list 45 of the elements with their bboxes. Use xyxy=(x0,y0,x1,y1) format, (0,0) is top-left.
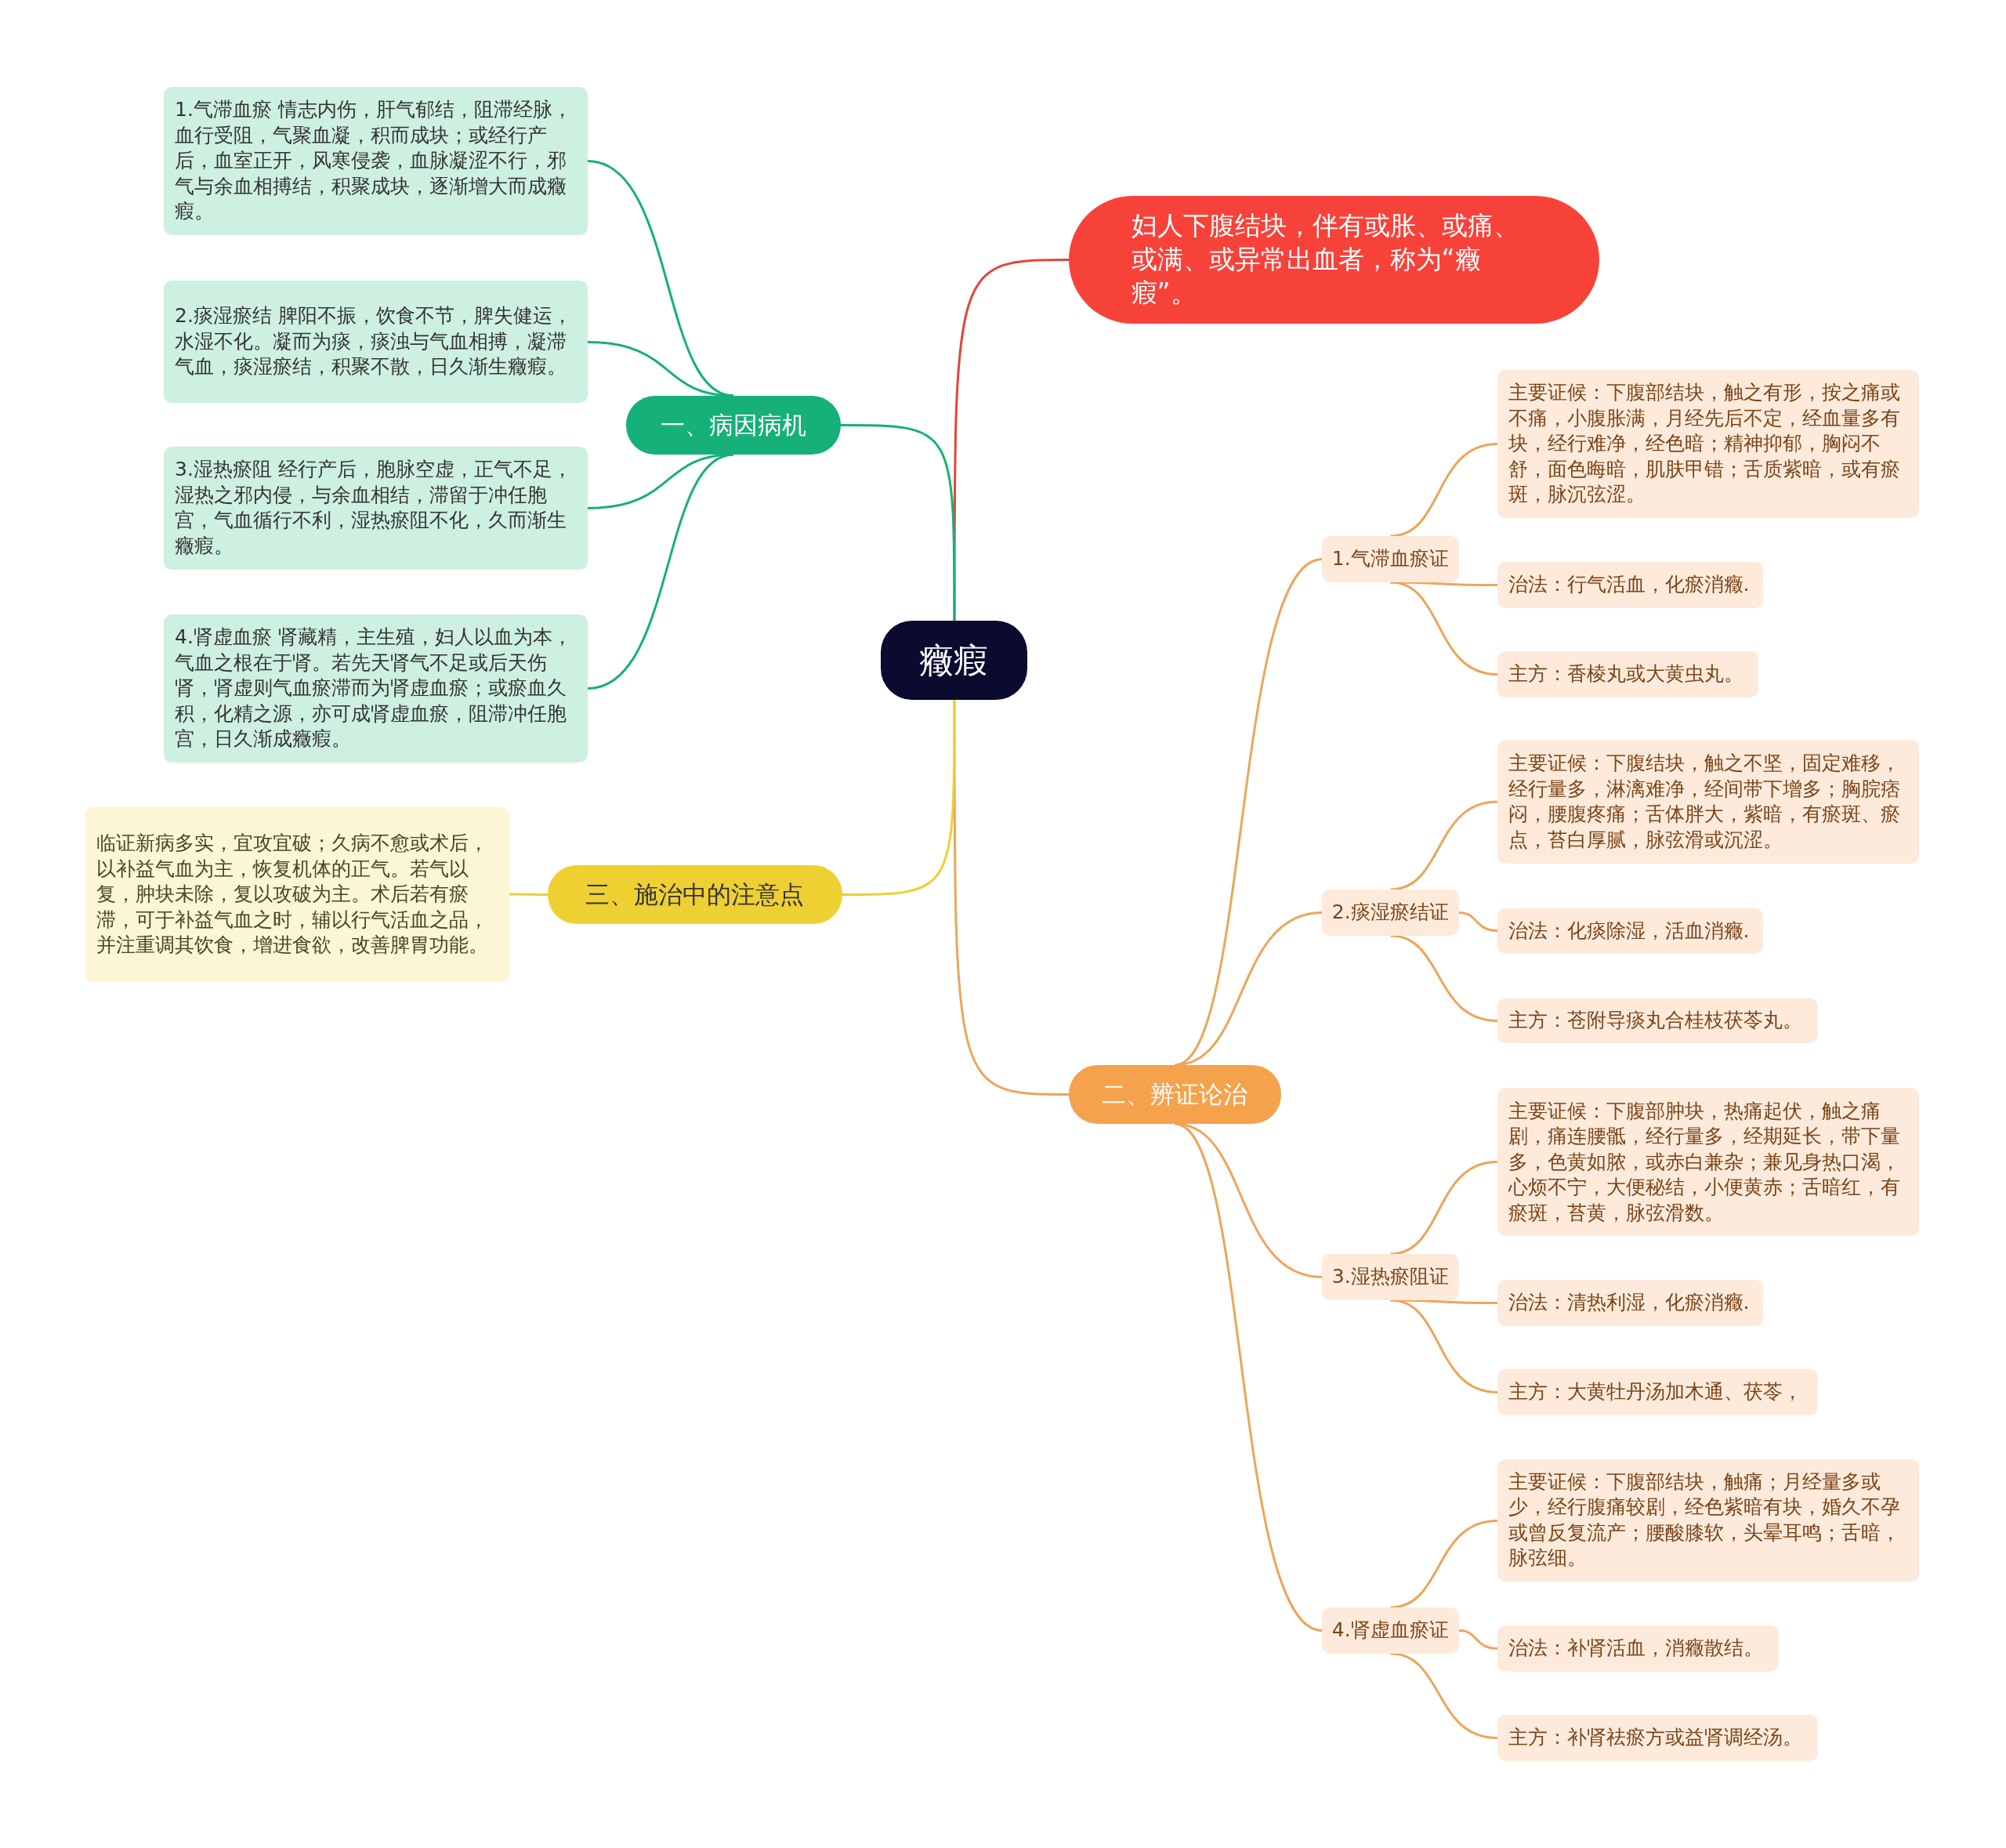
connector xyxy=(841,424,956,621)
topic-box: 临证新病多实，宜攻宜破；久病不愈或术后，以补益气血为主，恢复机体的正气。若气以复，肿块未除，复以攻破为主。术后若有瘀滞，可于补益气血之时，辅以行气活血之品，并注重调其饮食，增进食欲，改善脾胃功能。 xyxy=(85,807,509,982)
connector xyxy=(1390,1161,1498,1256)
connector xyxy=(1390,1652,1498,1739)
connector xyxy=(1174,1122,1323,1632)
topic-box: 主方：香棱丸或大黄虫丸。 xyxy=(1497,651,1758,698)
connector xyxy=(587,341,734,397)
connector xyxy=(1390,581,1498,676)
subtopic-box: 2.痰湿瘀结证 xyxy=(1321,889,1459,936)
topic-box: 主要证候：下腹结块，触之不坚，固定难移，经行量多，淋漓难净，经间带下增多；胸脘痞闷，腰腹疼痛；舌体胖大，紫暗，有瘀斑、瘀点，苔白厚腻，脉弦滑或沉涩。 xyxy=(1497,739,1920,864)
topic-box: 3.湿热瘀阻 经行产后，胞脉空虚，正气不足，湿热之邪内侵，与余血相结，滞留于冲任胞宫，气血循行不利，湿热瘀阻不化，久而渐生癥瘕。 xyxy=(164,446,588,570)
connector xyxy=(1175,911,1323,1067)
topic-box: 主方：苍附导痰丸合桂枝茯苓丸。 xyxy=(1497,998,1819,1043)
connector xyxy=(842,700,956,896)
connector xyxy=(953,259,1069,621)
topic-box: 主要证候：下腹部结块，触痛；月经量多或少，经行腹痛较剧，经色紫暗有块，婚久不孕或曾反复流产；腰酸膝软，头晕耳鸣；舌暗，脉弦细。 xyxy=(1497,1458,1920,1582)
branch-node: 三、施治中的注意点 xyxy=(547,864,842,924)
connector xyxy=(509,893,548,896)
subtopic-box: 1.气滞血瘀证 xyxy=(1321,536,1459,582)
topic-box: 2.痰湿瘀结 脾阳不振，饮食不节，脾失健运，水湿不化。凝而为痰，痰浊与气血相搏，凝滞气血，痰湿瘀结，积聚不散，日久渐生癥瘕。 xyxy=(164,280,588,404)
connector xyxy=(1390,1299,1498,1393)
connector xyxy=(953,700,1069,1096)
connector xyxy=(1390,1520,1498,1609)
topic-box: 治法：化痰除湿，活血消癥. xyxy=(1497,908,1764,954)
connector xyxy=(1390,934,1498,1022)
branch-node: 一、病因病机 xyxy=(625,395,841,455)
topic-box: 主要证候：下腹部结块，触之有形，按之痛或不痛，小腹胀满，月经先后不定，经血量多有块，经行难净，经色暗；精神抑郁，胸闷不舒，面色晦暗，肌肤甲错；舌质紫暗，或有瘀斑，脉沉弦涩。 xyxy=(1497,369,1920,519)
definition-node: 妇人下腹结块，伴有或胀、或痛、或满、或异常出血者，称为“癥瘕”。 xyxy=(1068,195,1600,324)
topic-box: 主方：补肾祛瘀方或益肾调经汤。 xyxy=(1497,1715,1819,1761)
connector xyxy=(1390,800,1498,891)
topic-box: 主方：大黄牡丹汤加木通、茯苓， xyxy=(1497,1369,1819,1416)
connector xyxy=(1458,1629,1498,1650)
topic-box: 4.肾虚血瘀 肾藏精，主生殖，妇人以血为本，气血之根在于肾。若先天肾气不足或后天伤肾，肾虚则气血瘀滞而为肾虚血瘀；或瘀血久积，化精之源，亦可成肾虚血瘀，阻滞冲任胞宫，日久渐成癥瘕。 xyxy=(164,614,588,763)
connector xyxy=(587,453,734,690)
branch-node: 二、辨证论治 xyxy=(1068,1064,1281,1124)
root-node: 癥瘕 xyxy=(880,621,1028,701)
topic-box: 治法：行气活血，化瘀消癥. xyxy=(1497,561,1764,608)
topic-box: 主要证候：下腹部肿块，热痛起伏，触之痛剧，痛连腰骶，经行量多，经期延长，带下量多，色黄如脓，或赤白兼杂；兼见身热口渴，心烦不宁，大便秘结，小便黄赤；舌暗红，有瘀斑，苔黄，脉弦滑数。 xyxy=(1497,1088,1920,1237)
subtopic-box: 3.湿热瘀阻证 xyxy=(1321,1254,1459,1301)
topic-box: 1.气滞血瘀 情志内伤，肝气郁结，阻滞经脉，血行受阻，气聚血凝，积而成块；或经行产后，血室正开，风寒侵袭，血脉凝涩不行，邪气与余血相搏结，积聚成块，逐渐增大而成癥瘕。 xyxy=(164,87,588,236)
connector xyxy=(1458,911,1498,932)
topic-box: 治法：清热利湿，化瘀消癥. xyxy=(1497,1280,1764,1326)
subtopic-box: 4.肾虚血瘀证 xyxy=(1321,1607,1459,1654)
connector xyxy=(1390,443,1498,538)
topic-box: 治法：补肾活血，消癥散结。 xyxy=(1497,1625,1779,1672)
